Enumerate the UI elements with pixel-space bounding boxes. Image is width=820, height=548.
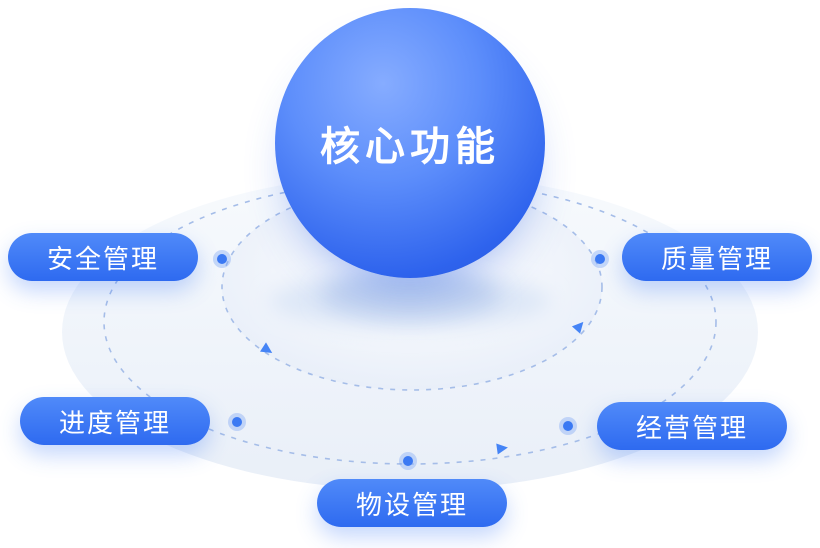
orbit-dot-quality: [591, 250, 609, 268]
node-business-label: 经营管理: [635, 413, 748, 444]
orbit-dot-progress: [228, 413, 246, 431]
core-sphere-label: 核心功能: [320, 124, 500, 170]
node-quality-pill[interactable]: 质量管理: [622, 233, 812, 281]
orbit-arrow-icon: [260, 342, 273, 353]
node-facility-pill[interactable]: 物设管理: [317, 479, 507, 527]
inner-orbit-dashed: [221, 183, 603, 391]
node-quality-label: 质量管理: [660, 244, 773, 275]
node-progress-pill[interactable]: 进度管理: [20, 397, 210, 445]
node-facility-label: 物设管理: [355, 490, 468, 521]
node-business-pill[interactable]: 经营管理: [597, 402, 787, 450]
orbit-dot-safety: [213, 250, 231, 268]
orbit-dot-facility: [399, 452, 417, 470]
node-progress-label: 进度管理: [58, 408, 171, 439]
core-sphere: 核心功能: [275, 8, 545, 278]
node-safety-pill[interactable]: 安全管理: [8, 233, 198, 281]
orbit-dot-business: [559, 417, 577, 435]
orbit-arrow-icon: [571, 321, 584, 334]
orbit-arrow-icon: [496, 443, 508, 455]
node-safety-label: 安全管理: [46, 244, 159, 275]
sphere-shadow: [320, 276, 500, 316]
